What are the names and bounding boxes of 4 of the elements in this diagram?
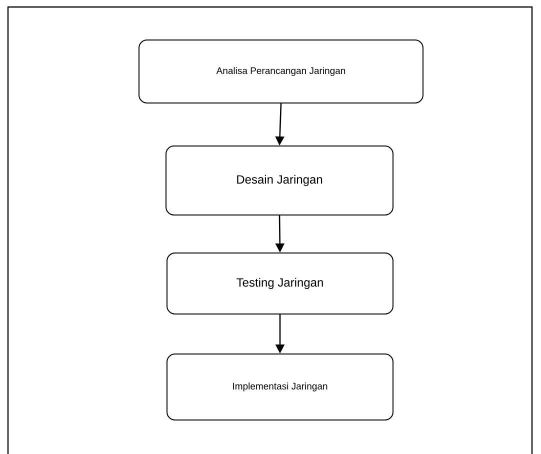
process-box: Testing Jaringan bbox=[166, 252, 394, 314]
process-box: Implementasi Jaringan bbox=[166, 354, 394, 420]
process-box: Analisa Perancangan Jaringan bbox=[138, 40, 424, 104]
process-box: Desain Jaringan bbox=[166, 146, 394, 216]
